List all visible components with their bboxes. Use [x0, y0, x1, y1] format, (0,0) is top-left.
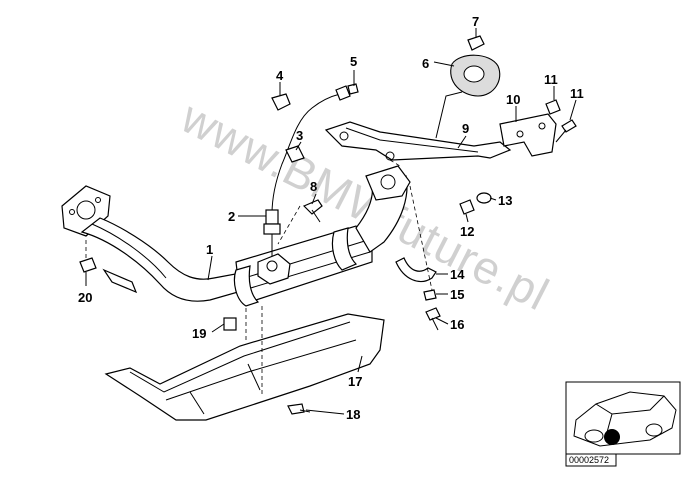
callout-1: 1 [206, 242, 213, 257]
callout-13: 13 [498, 193, 512, 208]
heat-shield [104, 313, 385, 421]
callout-20: 20 [78, 290, 92, 305]
highlight-marker-icon [604, 429, 620, 445]
alignment-lines [85, 159, 433, 396]
rubber-mount [450, 35, 501, 97]
oxygen-sensor [263, 85, 351, 256]
hardware-parts [79, 83, 577, 415]
callout-12: 11 [570, 86, 584, 101]
callout-18: 18 [346, 407, 360, 422]
leader-lines [85, 28, 577, 415]
callout-11b: 12 [460, 224, 474, 239]
callout-3: 3 [296, 128, 303, 143]
callout-7: 7 [472, 14, 479, 29]
callout-11a: 11 [544, 72, 558, 87]
callout-19: 19 [192, 326, 206, 341]
callout-17: 17 [348, 374, 362, 389]
front-exhaust-pipe [61, 165, 437, 307]
callout-8: 8 [310, 179, 317, 194]
support-bracket [324, 91, 557, 161]
callout-numbers: 1 2 3 4 5 6 7 8 9 10 11 11 13 12 14 15 1… [78, 14, 584, 422]
callout-15: 15 [450, 287, 464, 302]
callout-5: 5 [350, 54, 357, 69]
car-location-inset: 00002572 [565, 381, 681, 467]
callout-14: 14 [450, 267, 465, 282]
callout-10: 10 [506, 92, 520, 107]
callout-9: 9 [462, 121, 469, 136]
callout-4: 4 [276, 68, 284, 83]
callout-2: 2 [228, 209, 235, 224]
callout-16: 16 [450, 317, 464, 332]
callout-6: 6 [422, 56, 429, 71]
reference-code: 00002572 [569, 455, 609, 465]
